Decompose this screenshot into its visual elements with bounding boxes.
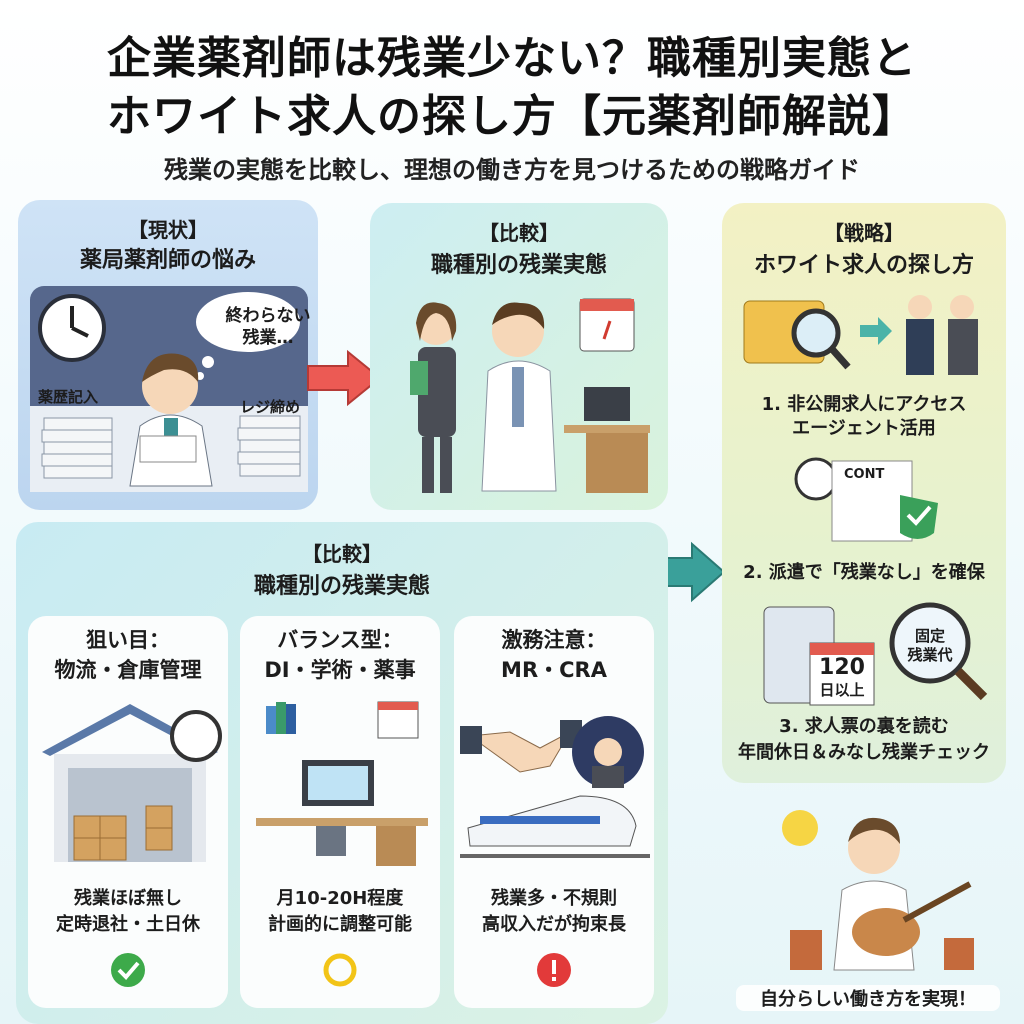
page-title: 企業薬剤師は残業少ない？職種別実態と ホワイト求人の探し方【元薬剤師解説】 <box>0 30 1024 146</box>
books-icon <box>266 702 296 734</box>
title-line-1: 企業薬剤師は残業少ない？職種別実態と <box>107 33 917 84</box>
arrow-right-icon <box>307 349 382 407</box>
happy-pharmacist-guitar-illustration <box>782 810 974 971</box>
calendar-number: 120 <box>819 655 865 680</box>
handshake-train-illustration <box>460 716 650 858</box>
magnifier-line-1: 固定 <box>914 627 945 645</box>
agent-search-illustration <box>743 295 978 375</box>
sun-icon <box>782 810 818 846</box>
label-drug-record: 薬歴記入 <box>38 388 99 406</box>
card-title-line-1: 激務注意： <box>501 628 607 652</box>
plant-pot-icon <box>944 938 974 970</box>
thought-bubble-line-2: 残業… <box>242 328 294 348</box>
card-desc-line-1: 残業多・不規則 <box>491 888 617 909</box>
card-title-line-2: DI・学術・薬事 <box>264 658 416 682</box>
card-desc-line-2: 定時退社・土日休 <box>56 914 200 935</box>
status-title: 薬局薬剤師の悩み <box>79 248 256 273</box>
card-desc-line-2: 高収入だが拘束長 <box>482 914 626 935</box>
page-subtitle: 残業の実態を比較し、理想の働き方を見つけるための戦略ガイド <box>164 156 860 184</box>
step3-line2: 年間休日＆みなし残業チェック <box>738 742 990 763</box>
calendar-icon <box>579 298 635 352</box>
card-title-line-2: MR・CRA <box>501 658 607 682</box>
calendar-caption: 日以上 <box>819 681 865 699</box>
circle-icon <box>323 953 357 987</box>
strategy-tag: 【戦略】 <box>824 221 904 245</box>
label-register-close: レジ締め <box>240 398 301 416</box>
step1-line1: 1. 非公開求人にアクセス <box>761 394 967 415</box>
card-title-line-1: 狙い目： <box>86 628 170 652</box>
contract-label: CONT <box>844 467 885 482</box>
clock-icon <box>170 710 222 762</box>
overworked-pharmacist-illustration <box>30 286 308 492</box>
step2: 2. 派遣で「残業なし」を確保 <box>743 562 985 583</box>
title-line-2: ホワイト求人の探し方【元薬剤師解説】 <box>107 91 917 142</box>
compare-bottom-tag: 【比較】 <box>302 542 382 566</box>
checklist-calendar-magnifier-illustration <box>763 602 988 706</box>
status-panel: 【現状】 薬局薬剤師の悩み 終わらない 残業… <box>18 200 318 510</box>
strategy-panel: 【戦略】 ホワイト求人の探し方 1. 非公開求人にアクセス エージェント活用 C… <box>722 203 1006 783</box>
compare-bottom-title: 職種別の残業実態 <box>253 574 430 599</box>
compare-top-title: 職種別の残業実態 <box>430 253 607 278</box>
strategy-title: ホワイト求人の探し方 <box>753 253 974 278</box>
job-card-di-academic: バランス型： DI・学術・薬事 月10-20H程度 計画的に調整可能 <box>240 616 440 1008</box>
clock-icon <box>794 457 838 501</box>
card-desc-line-2: 計画的に調整可能 <box>268 914 412 935</box>
handshake-icon <box>468 730 572 773</box>
compare-panel-top: 【比較】 職種別の残業実態 <box>370 203 668 510</box>
job-card-mr-cra: 激務注意： MR・CRA 残業多・不規則 高収入だが拘束長 <box>454 616 654 1008</box>
exclamation-icon <box>537 953 571 987</box>
card-desc-line-1: 残業ほぼ無し <box>74 888 182 909</box>
compare-top-tag: 【比較】 <box>479 221 559 245</box>
flower-pot-icon <box>790 930 822 970</box>
clock-icon <box>38 294 106 362</box>
check-icon <box>111 953 145 987</box>
final-message: 自分らしい働き方を実現！ <box>736 985 1000 1011</box>
magnifier-line-2: 残業代 <box>907 646 953 664</box>
status-tag: 【現状】 <box>128 218 208 242</box>
step1-line2: エージェント活用 <box>792 418 936 439</box>
warehouse-illustration <box>42 704 222 862</box>
magnifier-icon <box>889 602 971 684</box>
card-title-line-1: バランス型： <box>277 628 403 652</box>
pharmacist-and-office-worker-illustration <box>410 298 650 493</box>
card-title-line-2: 物流・倉庫管理 <box>54 658 202 682</box>
thought-bubble-line-1: 終わらない <box>225 306 311 326</box>
card-desc-line-1: 月10-20H程度 <box>276 888 404 909</box>
job-card-logistics: 狙い目： 物流・倉庫管理 残業ほぼ無し 定時退社・土日休 <box>28 616 228 1008</box>
step3-line1: 3. 求人票の裏を読む <box>779 716 949 737</box>
office-desk-illustration <box>256 701 428 866</box>
chair-icon <box>316 826 346 856</box>
search-icon <box>791 308 841 358</box>
contract-shield-illustration <box>794 457 938 542</box>
